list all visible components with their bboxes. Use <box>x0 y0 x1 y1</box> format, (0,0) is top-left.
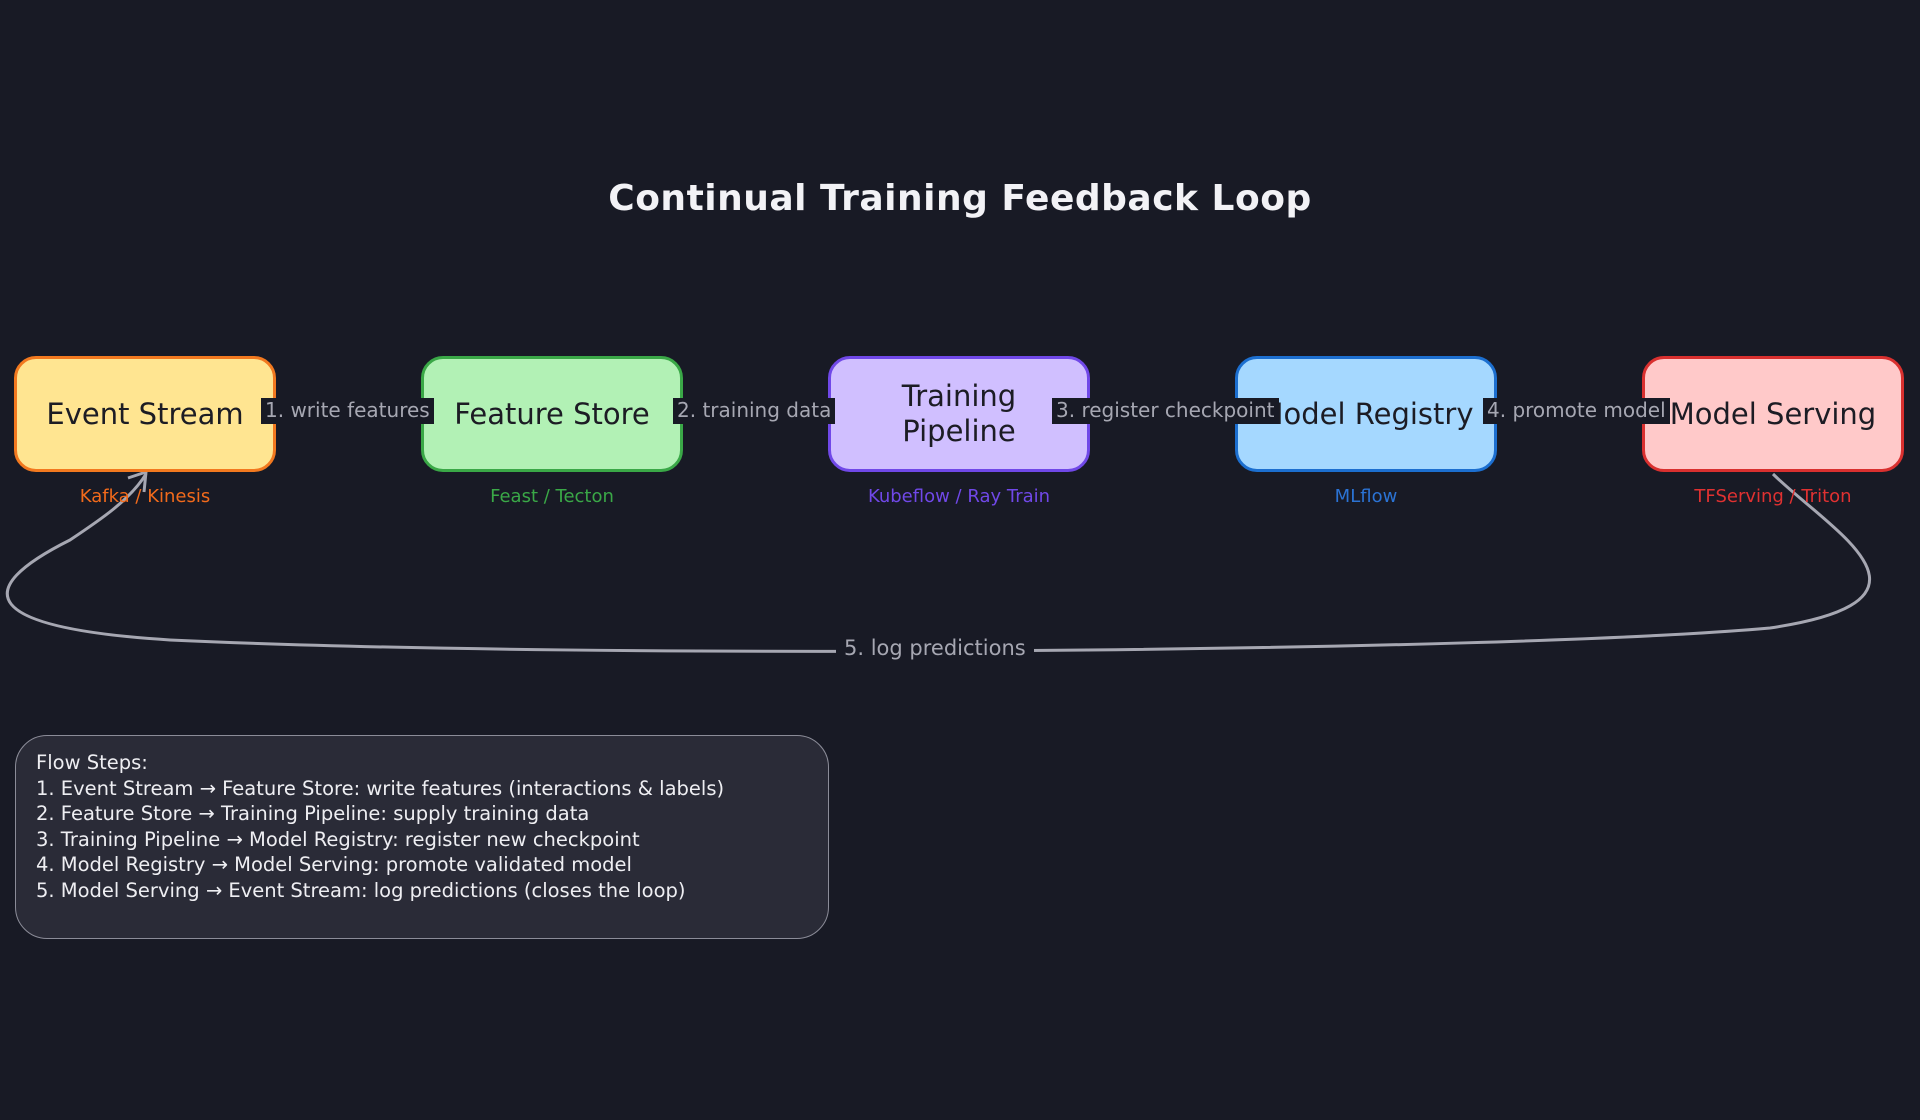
node-event-stream[interactable]: Event Stream <box>14 356 276 472</box>
node-label: Feature Store <box>454 396 650 431</box>
note-step-5: 5. Model Serving → Event Stream: log pre… <box>36 878 686 902</box>
node-label: Event Stream <box>46 396 244 431</box>
tech-label-training-pipeline: Kubeflow / Ray Train <box>867 486 1051 507</box>
tech-label-event-stream: Kafka / Kinesis <box>79 486 211 507</box>
node-feature-store[interactable]: Feature Store <box>421 356 683 472</box>
tech-label-feature-store: Feast / Tecton <box>490 486 614 507</box>
edge-label-promote-model: 4. promote model <box>1483 398 1670 424</box>
edge-label-write-features: 1. write features <box>261 398 434 424</box>
node-training-pipeline[interactable]: Training Pipeline <box>828 356 1090 472</box>
node-label: Model Serving <box>1669 396 1877 431</box>
node-label: Model Registry <box>1258 396 1474 431</box>
note-step-1: 1. Event Stream → Feature Store: write f… <box>36 776 725 800</box>
arrowhead-serving-to-event-loop <box>127 469 148 493</box>
tech-label-model-registry: MLflow <box>1334 486 1398 507</box>
diagram-title: Continual Training Feedback Loop <box>608 178 1312 219</box>
note-step-4: 4. Model Registry → Model Serving: promo… <box>36 853 632 876</box>
tech-label-model-serving: TFServing / Triton <box>1694 486 1852 507</box>
node-label: Training Pipeline <box>901 379 1017 448</box>
note-step-3: 3. Training Pipeline → Model Registry: r… <box>36 827 640 851</box>
edge-label-log-predictions: 5. log predictions <box>836 636 1034 660</box>
arrow-serving-to-event-loop <box>5 472 1872 653</box>
note-heading: Flow Steps: <box>36 751 148 774</box>
edge-label-register-checkpoint: 3. register checkpoint <box>1052 398 1279 424</box>
note-step-2: 2. Feature Store → Training Pipeline: su… <box>36 802 590 825</box>
flow-steps-note: Flow Steps: 1. Event Stream → Feature St… <box>15 735 829 939</box>
edge-label-training-data: 2. training data <box>673 398 836 424</box>
node-model-serving[interactable]: Model Serving <box>1642 356 1904 472</box>
